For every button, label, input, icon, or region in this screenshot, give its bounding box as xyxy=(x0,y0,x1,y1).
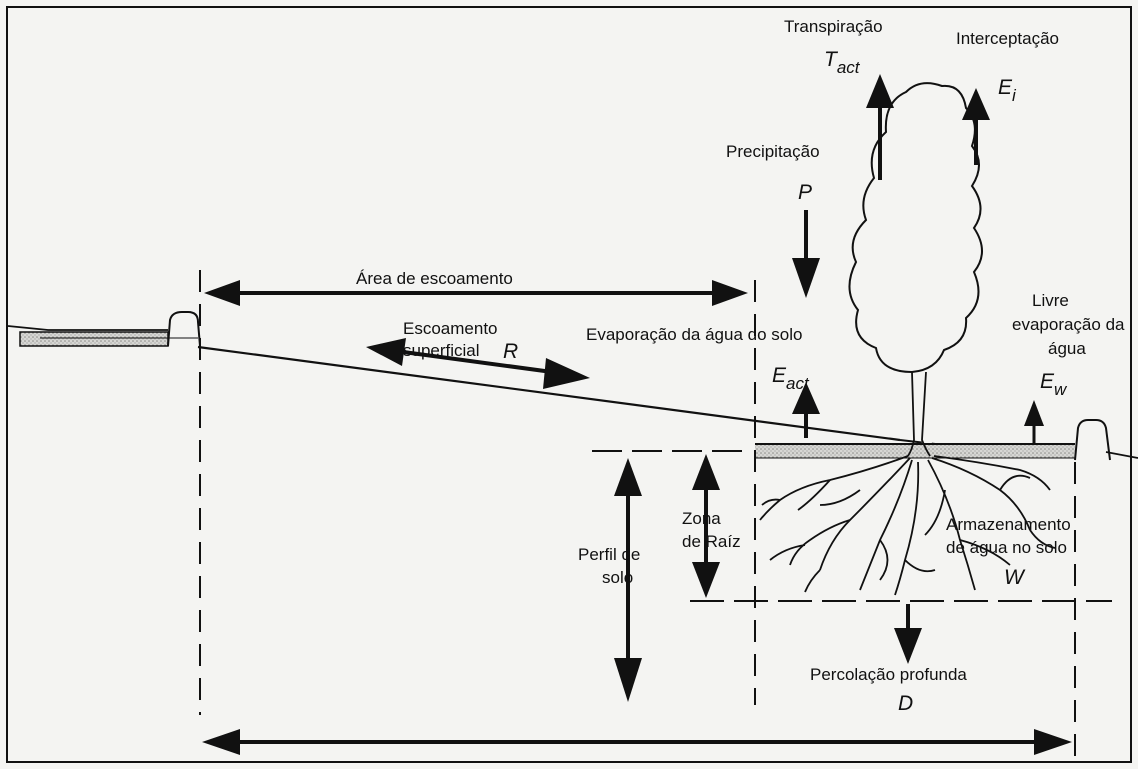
right-bund xyxy=(1075,420,1138,460)
label-percolacao: Percolação profunda xyxy=(810,665,967,684)
label-livre: Livre xyxy=(1032,291,1069,310)
label-solo: solo xyxy=(602,568,633,587)
label-evaporacao-solo: Evaporação da água do solo xyxy=(586,325,802,344)
label-de-raiz: de Raíz xyxy=(682,532,741,551)
label-armazenamento: Armazenamento xyxy=(946,515,1071,534)
label-interceptacao: Interceptação xyxy=(956,29,1059,48)
symbol-d: D xyxy=(898,692,913,715)
label-superficial: superficial xyxy=(403,341,480,360)
symbol-w: W xyxy=(1004,566,1026,589)
deep-percolation-arrow xyxy=(894,604,922,664)
symbol-e-i: Ei xyxy=(998,76,1017,105)
total-width-arrow xyxy=(202,729,1072,755)
label-precipitacao: Precipitação xyxy=(726,142,820,161)
label-area-escoamento: Área de escoamento xyxy=(356,269,513,288)
symbol-p: P xyxy=(798,181,812,204)
symbol-t-act: Tact xyxy=(824,48,861,77)
tree-crown xyxy=(849,83,982,372)
symbol-r: R xyxy=(503,340,518,363)
label-perfil-de: Perfil de xyxy=(578,545,640,564)
basin-ground xyxy=(755,444,1075,458)
symbol-e-act: Eact xyxy=(772,364,810,393)
left-canal xyxy=(8,312,200,346)
label-de-agua-no-solo: de água no solo xyxy=(946,538,1067,557)
precipitation-arrow xyxy=(792,210,820,298)
label-livre-agua: água xyxy=(1048,339,1086,358)
free-water-evaporation-arrow xyxy=(1024,400,1044,444)
label-escoamento: Escoamento xyxy=(403,319,498,338)
label-zona: Zona xyxy=(682,509,721,528)
label-transpiracao: Transpiração xyxy=(784,17,883,36)
symbol-e-w: Ew xyxy=(1040,370,1068,399)
label-livre-evaporacao: evaporação da xyxy=(1012,315,1125,334)
